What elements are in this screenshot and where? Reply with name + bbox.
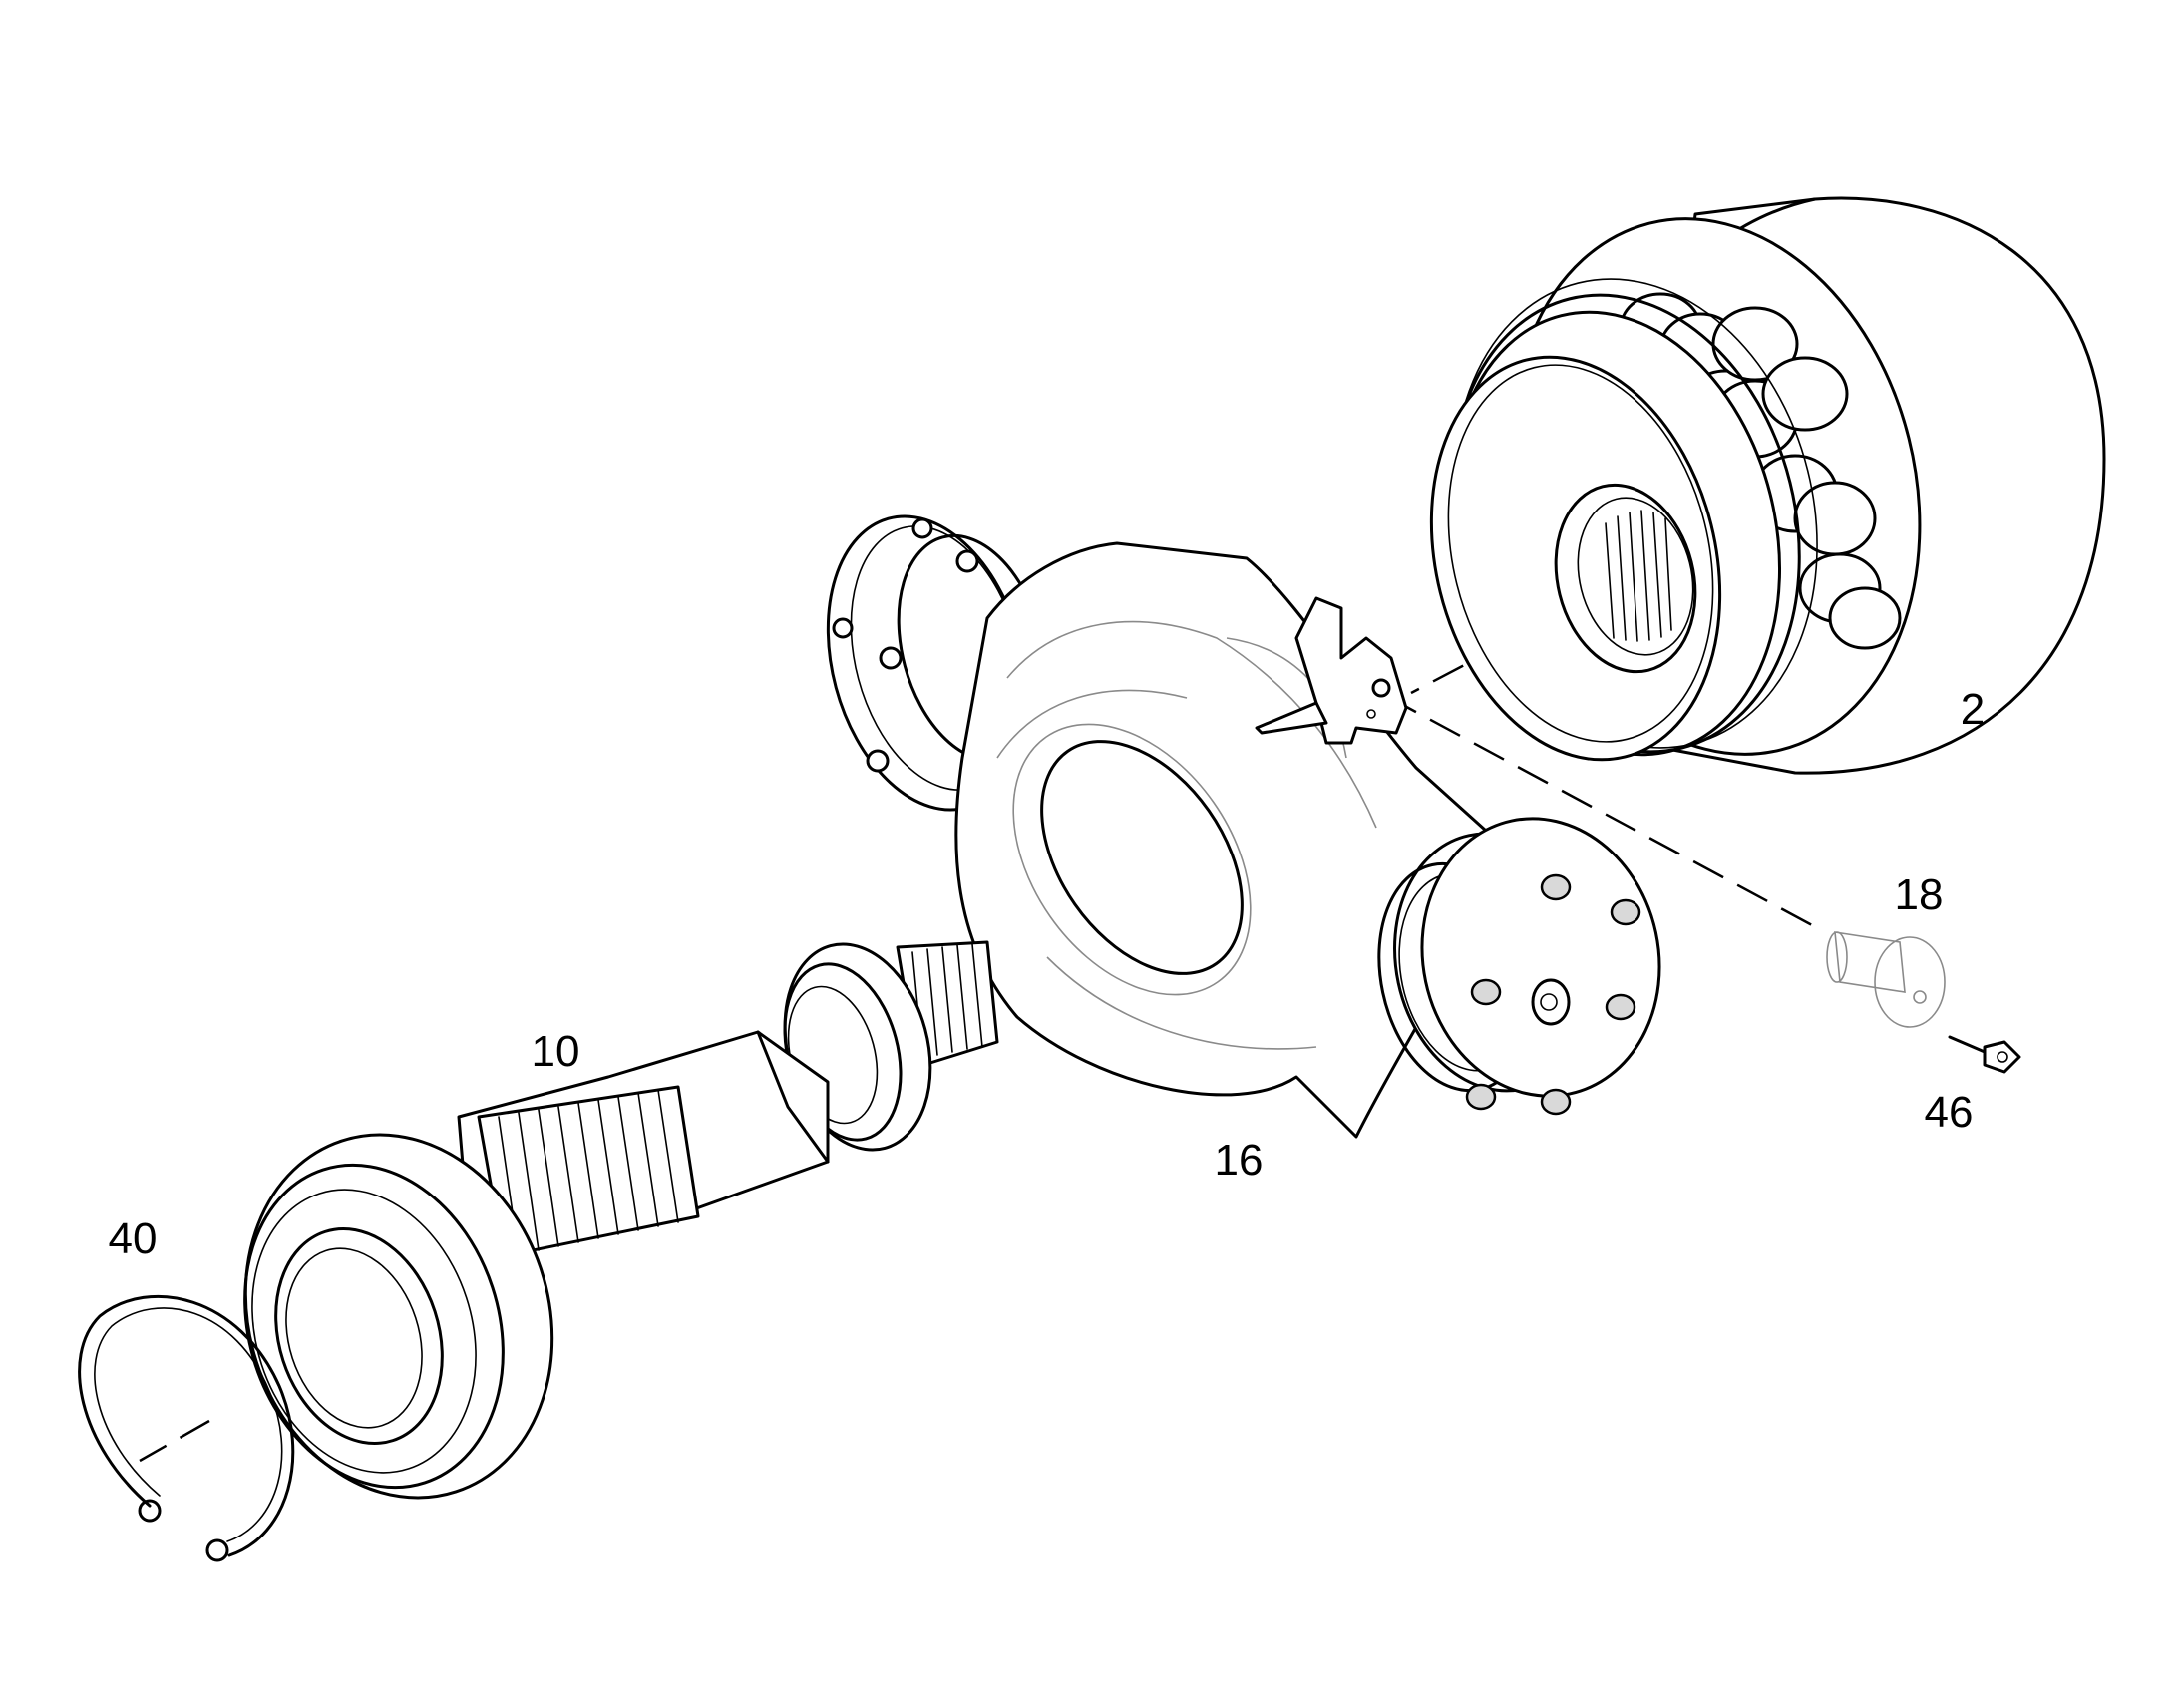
pin-part-18 bbox=[1826, 931, 1946, 1028]
flange-bolts bbox=[1465, 873, 1641, 1116]
callout-part-40: 40 bbox=[108, 1214, 158, 1263]
callout-part-16: 16 bbox=[1214, 1136, 1264, 1185]
callout-part-2: 2 bbox=[1960, 685, 1986, 734]
callout-part-46: 46 bbox=[1924, 1088, 1974, 1137]
callout-part-18: 18 bbox=[1894, 870, 1944, 919]
yoke-housing-part-16 bbox=[826, 514, 1661, 1139]
circlip-part-40 bbox=[78, 1294, 295, 1562]
callout-part-10: 10 bbox=[531, 1027, 580, 1076]
shaft-splines bbox=[498, 1089, 679, 1255]
cylinder-block-part-2 bbox=[1429, 196, 2106, 775]
bore-splines bbox=[1605, 510, 1672, 642]
drive-shaft-part-10 bbox=[243, 940, 999, 1500]
screw-part-46 bbox=[1948, 1035, 2021, 1074]
